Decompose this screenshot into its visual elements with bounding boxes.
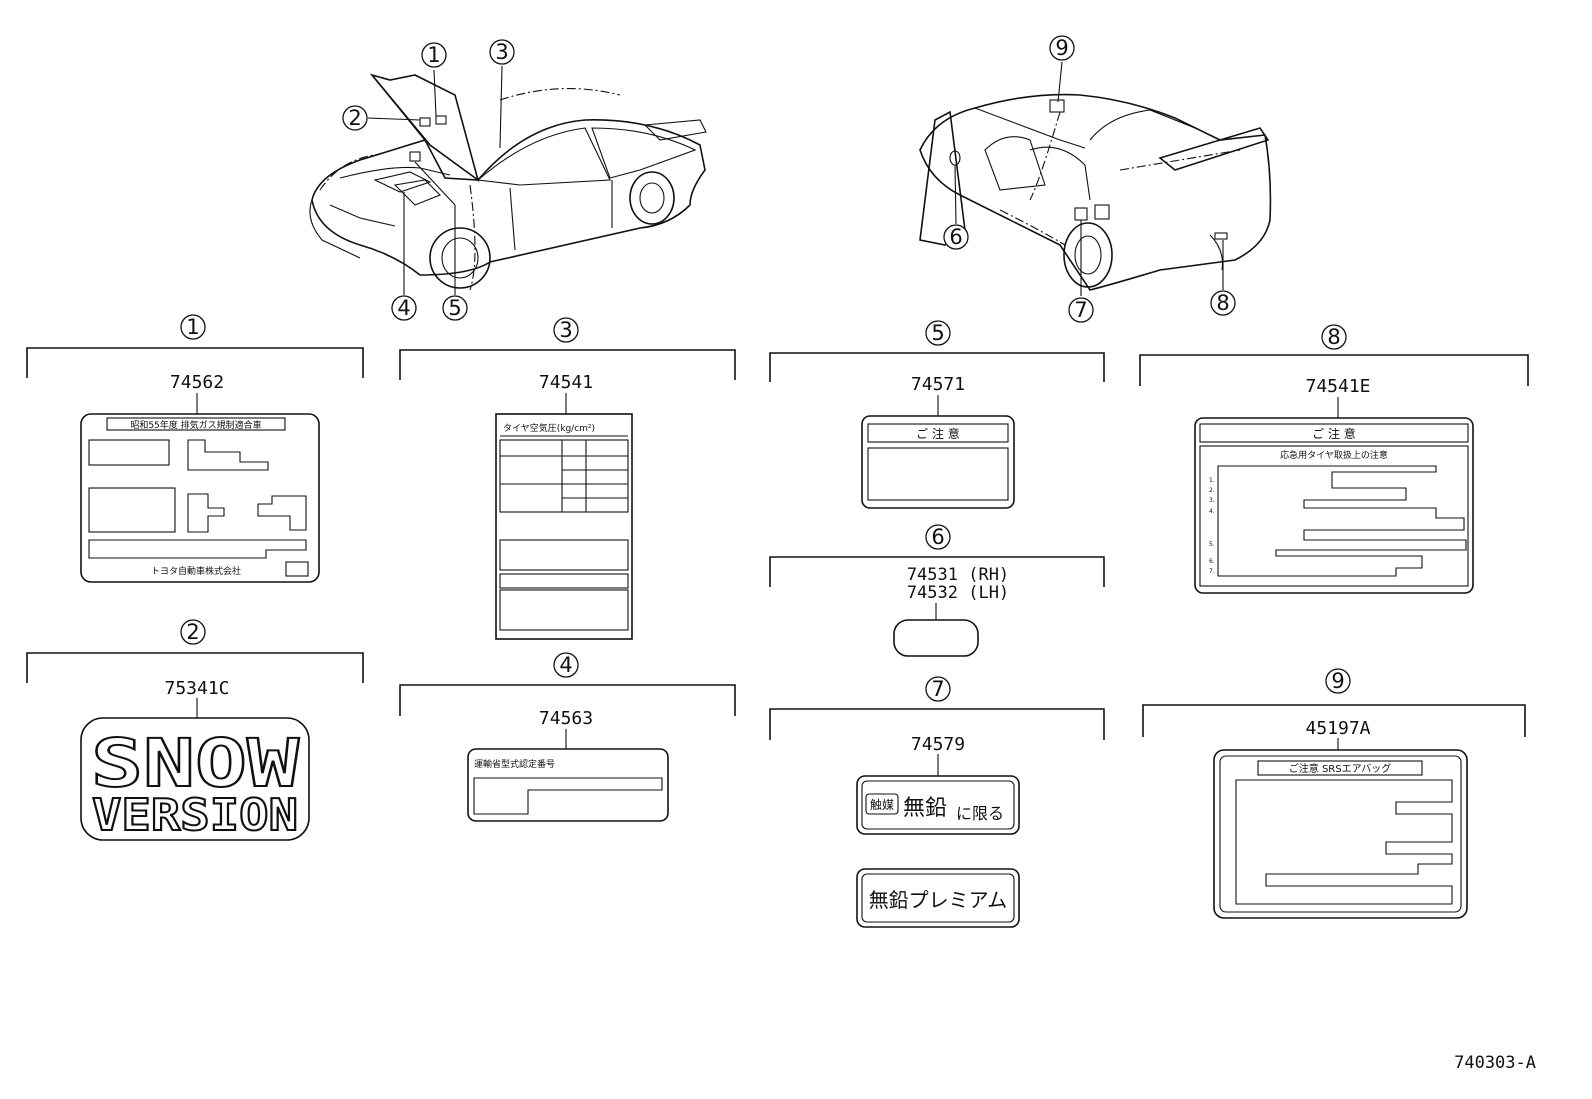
panel-6: 6 74531 (RH) 74532 (LH): [769, 524, 1105, 657]
part-number-74562: 74562: [170, 372, 224, 393]
caution-5-header: ご 注 意: [916, 426, 960, 441]
version-text: VERSION: [92, 790, 298, 841]
car-callouts: 1 2 3 4 5 6 7 8 9: [342, 35, 1236, 323]
callout-6-car: 6: [949, 225, 962, 249]
fuel-label-unleaded: [856, 775, 1020, 835]
snow-text: SNOW: [91, 725, 299, 802]
snow-version-label: [80, 717, 310, 841]
srs-header: ご注意 SRSエアバッグ: [1289, 762, 1391, 775]
figure-code: 740303-A: [1454, 1053, 1536, 1073]
panel-1-callout: 1: [186, 315, 199, 339]
temp-tire-subheader: 応急用タイヤ取扱上の注意: [1280, 449, 1388, 461]
panel-8-callout: 8: [1327, 325, 1340, 349]
limited-text: に限る: [956, 804, 1004, 823]
panel-5: 5 74571 ご 注 意: [769, 320, 1105, 509]
callout-3-car: 3: [495, 40, 508, 64]
type-approval-label: [467, 748, 669, 822]
catalyst-text: 触媒: [870, 798, 894, 812]
panel-2-callout: 2: [186, 620, 199, 644]
tire-label-header: タイヤ空気圧(kg/cm²): [503, 422, 595, 434]
temp-tire-caution-label: [1194, 417, 1474, 594]
callout-2-car: 2: [348, 106, 361, 130]
srs-airbag-label: [1213, 749, 1468, 919]
list-num-7: 7.: [1209, 568, 1215, 575]
fuel-label-premium: [856, 868, 1020, 928]
part-number-74563: 74563: [539, 708, 593, 729]
panel-1: 1 74562 昭和55年度 排気ガス規制適合車 トヨタ自動車株式会社: [26, 314, 364, 583]
caution-8-header: ご 注 意: [1312, 426, 1356, 441]
part-number-45197A: 45197A: [1305, 718, 1370, 739]
panel-9: 9 45197A ご注意 SRSエアバッグ: [1142, 668, 1526, 919]
emission-label-footer: トヨタ自動車株式会社: [151, 565, 241, 577]
list-num-2: 2.: [1209, 487, 1215, 494]
part-number-74541E: 74541E: [1305, 376, 1370, 397]
door-label-6: [893, 619, 979, 657]
list-num-3: 3.: [1209, 497, 1215, 504]
type-label-header: 運輸省型式認定番号: [474, 758, 555, 770]
callout-4-car: 4: [397, 296, 410, 320]
car-rear-illustration: [919, 61, 1272, 296]
part-number-74571: 74571: [911, 374, 965, 395]
panel-7: 7 74579 触媒 無鉛 に限る 無鉛プレミアム: [769, 676, 1105, 928]
car-front-illustration: [309, 65, 707, 295]
list-num-5: 5.: [1209, 541, 1215, 548]
callout-1-car: 1: [427, 43, 440, 67]
unleaded-text: 無鉛: [903, 796, 947, 821]
list-num-6: 6.: [1209, 558, 1215, 565]
callout-9-car: 9: [1055, 36, 1068, 60]
panel-8: 8 74541E ご 注 意 応急用タイヤ取扱上の注意 1. 2. 3. 4. …: [1139, 324, 1529, 594]
part-number-74579: 74579: [911, 734, 965, 755]
callout-7-car: 7: [1074, 298, 1087, 322]
emission-label: [80, 413, 320, 583]
panel-4: 4 74563 運輸省型式認定番号: [399, 652, 736, 822]
tire-pressure-label: [495, 413, 633, 640]
panel-6-callout: 6: [931, 525, 944, 549]
emission-label-header: 昭和55年度 排気ガス規制適合車: [130, 419, 261, 431]
panel-5-callout: 5: [931, 321, 944, 345]
caution-label-5: [861, 415, 1015, 509]
part-number-75341C: 75341C: [164, 678, 229, 699]
part-number-74531-rh: 74531 (RH): [907, 565, 1009, 585]
part-number-74532-lh: 74532 (LH): [907, 583, 1009, 603]
list-num-4: 4.: [1209, 508, 1215, 515]
list-num-1: 1.: [1209, 477, 1215, 484]
panel-7-callout: 7: [931, 677, 944, 701]
part-number-74541: 74541: [539, 372, 593, 393]
callout-8-car: 8: [1216, 291, 1229, 315]
callout-5-car: 5: [448, 296, 461, 320]
panel-4-callout: 4: [559, 653, 572, 677]
panel-9-callout: 9: [1331, 669, 1344, 693]
panel-3: 3 74541 タイヤ空気圧(kg/cm²): [399, 317, 736, 640]
panel-3-callout: 3: [559, 318, 572, 342]
premium-text: 無鉛プレミアム: [869, 888, 1008, 912]
panel-2: 2 75341C SNOW VERSION: [26, 619, 364, 842]
